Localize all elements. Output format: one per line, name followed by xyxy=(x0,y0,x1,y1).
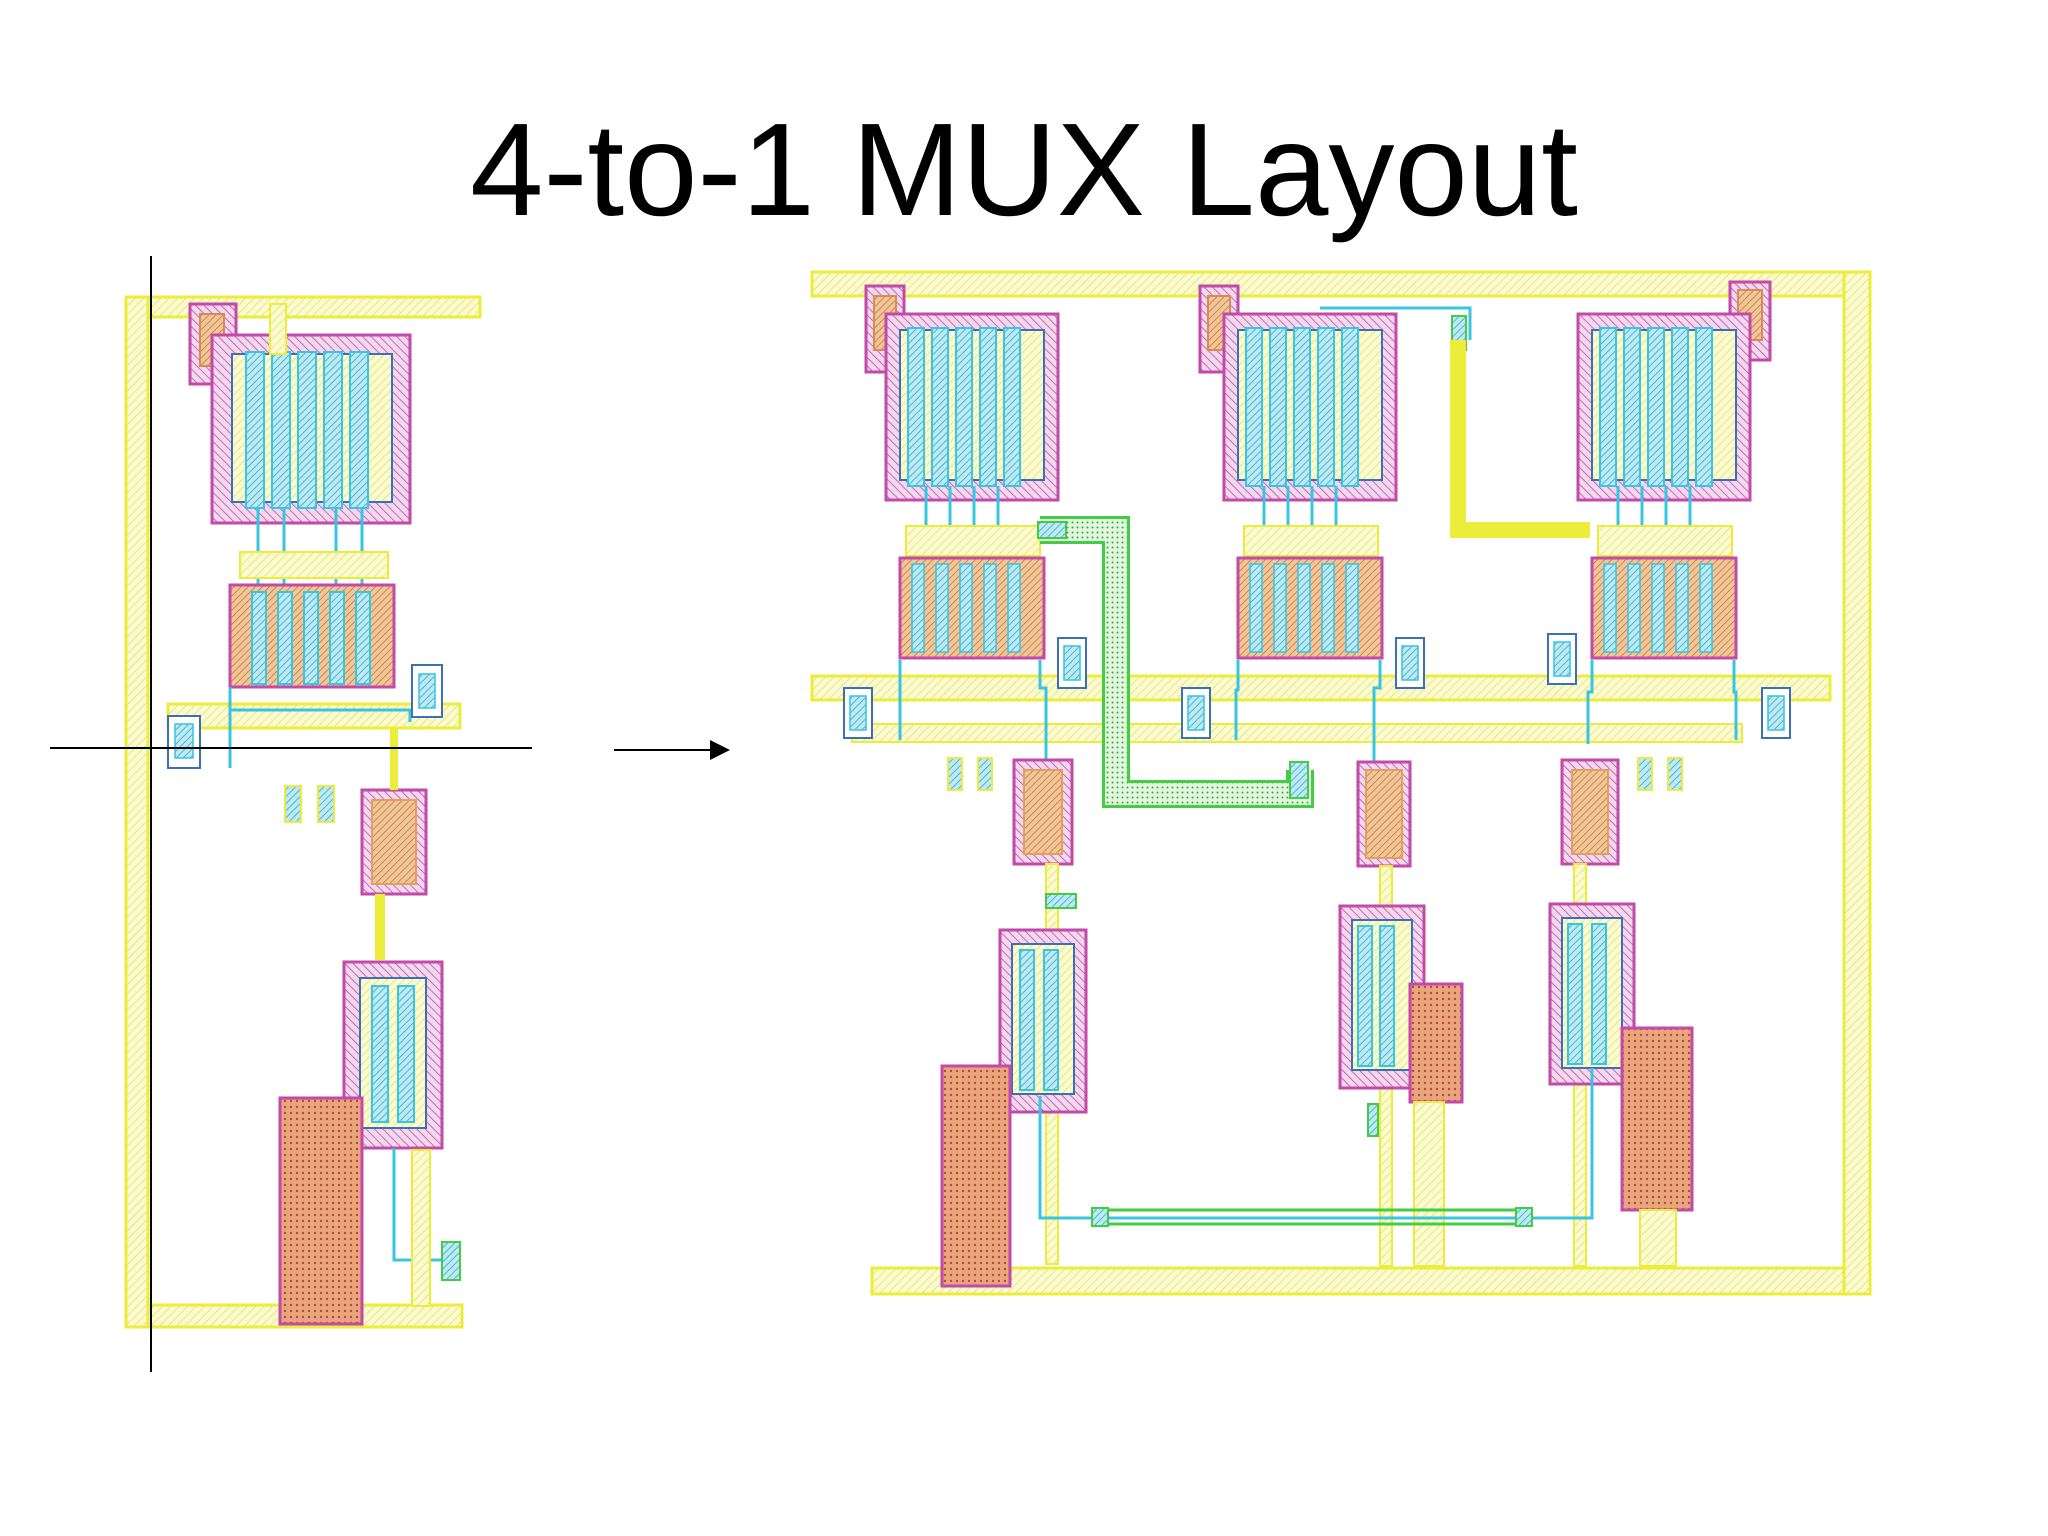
left-pmos-fingers xyxy=(245,351,369,509)
left-vdd-rail xyxy=(124,295,482,319)
right-mux-layout xyxy=(810,270,1872,1296)
right-side-rail xyxy=(1842,270,1872,1296)
right-top-rail xyxy=(810,270,1870,298)
output-bus xyxy=(1038,1068,1594,1220)
right-select-bus xyxy=(810,674,1832,702)
left-nmos-frame xyxy=(239,551,389,579)
left-nmos-fingers xyxy=(251,591,371,685)
left-output-contact xyxy=(441,1241,461,1281)
mux-cell-2 xyxy=(1198,284,1464,1267)
right-feed-metal xyxy=(1450,340,1590,538)
left-cell-layout xyxy=(50,256,532,1372)
left-resistor-block xyxy=(278,1096,364,1326)
mux-cell-3 xyxy=(1548,280,1772,1267)
right-bottom-rail xyxy=(870,1266,1872,1296)
slide-title: 4-to-1 MUX Layout xyxy=(470,96,1578,243)
left-vertical-rail xyxy=(124,295,150,1329)
mux-cell-1 xyxy=(864,284,1088,1288)
